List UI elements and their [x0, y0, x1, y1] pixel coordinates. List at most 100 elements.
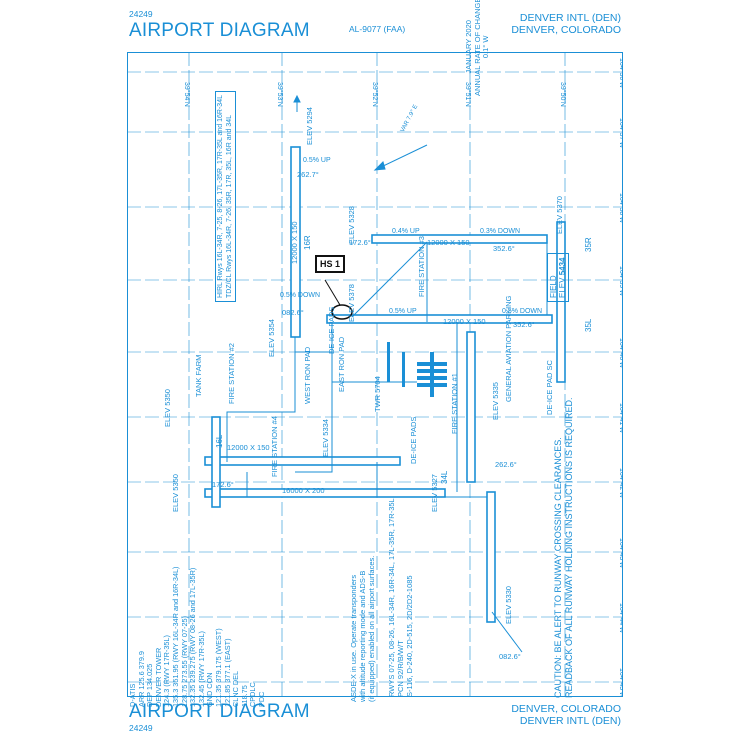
- longitude-label: 104°39'W: [618, 266, 623, 297]
- runway-weights: RWYS 07-25, 08-26, 16L-34R, 16R-34L, 17L…: [387, 498, 414, 697]
- field-elev-label: FIELD ELEV: [549, 275, 567, 298]
- runway-west-vert: [211, 416, 221, 508]
- elev-6: ELEV 5350: [163, 389, 172, 427]
- footer-city: DENVER, COLORADO: [511, 703, 621, 715]
- hot-spot-outline: [331, 304, 353, 320]
- lat-long-grid: [127, 52, 623, 697]
- elev-2: ELEV 5328: [347, 206, 356, 244]
- longitude-label: 104°36'W: [618, 58, 623, 89]
- latitude-label: 39°50'N: [559, 82, 567, 107]
- elev-5: ELEV 5354: [267, 319, 276, 357]
- latitude-label: 39°51'N: [464, 82, 472, 107]
- rwy-end-16r: 16R: [303, 235, 312, 250]
- de-ice-pads-north: DE-ICE PADS: [327, 306, 336, 354]
- slope-4: 0.5% DOWN: [280, 292, 321, 299]
- field-elev-value: 5434: [558, 257, 567, 276]
- heading-7: 172.6°: [212, 480, 234, 489]
- chart-footer: AIRPORT DIAGRAM 24249 DENVER, COLORADO D…: [127, 696, 623, 737]
- concourse-c: [402, 352, 405, 387]
- caution-note: CAUTION: BE ALERT TO RUNWAY CROSSING CLE…: [553, 397, 574, 698]
- rwy-dims-8-26: 12000 X 150: [443, 317, 486, 326]
- hot-spot-label: HS 1: [315, 255, 346, 273]
- heading-6: 082.6°: [499, 652, 521, 661]
- latitude-label: 39°53'N: [276, 82, 284, 107]
- rwy-end-34l: 34L: [440, 470, 449, 484]
- slope-6: 0.5% DOWN: [502, 308, 543, 315]
- heading-1: 172.6°: [349, 238, 371, 247]
- taxiways: [226, 241, 548, 653]
- runway-8-26: [326, 314, 553, 324]
- slope-3: 0.3% DOWN: [480, 228, 521, 235]
- elev-11: ELEV 5330: [504, 586, 513, 624]
- slope-5: 0.5% UP: [389, 308, 417, 315]
- longitude-label: 104°45'W: [618, 668, 623, 697]
- east-ron-pad: EAST RON PAD: [337, 336, 346, 392]
- rwy-end-35l: 35L: [584, 318, 593, 332]
- fire-station-2: FIRE STATION #2: [227, 343, 236, 404]
- chart-frame: 24249 AIRPORT DIAGRAM AL-9077 (FAA) DENV…: [127, 0, 623, 737]
- longitude-label: 104°37'W: [618, 118, 623, 149]
- runways: [204, 146, 566, 623]
- fire-station-3: FIRE STATION #3: [417, 236, 426, 297]
- heading-2: 352.6°: [493, 244, 515, 253]
- elev-10: ELEV 5350: [171, 474, 180, 512]
- heading-5: 262.6°: [495, 460, 517, 469]
- chart-header: 24249 AIRPORT DIAGRAM AL-9077 (FAA) DENV…: [127, 9, 623, 53]
- heading-8: 352.6°: [513, 320, 535, 329]
- latitude-label: 39°52'N: [371, 82, 379, 107]
- slope-1: 0.5% UP: [303, 157, 331, 164]
- chart-number: 24249: [129, 9, 153, 19]
- field-elevation: FIELD ELEV 5434: [547, 253, 569, 302]
- rwy-dims-16000: 16000 X 200: [282, 486, 325, 495]
- longitude-label: 104°41'W: [618, 403, 623, 434]
- runway-south: [486, 491, 496, 623]
- rwy-dims-16r: 12000 X 150: [290, 221, 299, 264]
- fire-station-4: FIRE STATION #4: [270, 416, 279, 477]
- rwy-end-35r: 35R: [584, 237, 593, 252]
- runway-16l-34r-west: [204, 456, 401, 466]
- rwy-dims-7-25: 12000 X 150: [427, 238, 470, 247]
- runway-17r-35l: [466, 331, 476, 483]
- tank-farm: TANK FARM: [194, 354, 203, 397]
- north-arrow: [293, 94, 301, 112]
- fire-station-1: FIRE STATION #1: [450, 373, 459, 434]
- elev-9: ELEV 5327: [430, 474, 439, 512]
- terminal-concourses: [387, 342, 447, 397]
- west-ron-pad: WEST RON PAD: [303, 346, 312, 404]
- runway-35r: [556, 221, 566, 383]
- airport-city: DENVER, COLORADO: [511, 24, 621, 36]
- magnetic-variation-arrow: [373, 144, 428, 171]
- longitude-label: 104°38'W: [618, 193, 623, 224]
- longitude-labels: 104°36'W 104°37'W 104°38'W 104°39'W 104°40'W…: [618, 58, 623, 697]
- chart-title: AIRPORT DIAGRAM: [129, 20, 310, 41]
- airport-map: 39°54'N 39°53'N 39°52'N 39°51'N 39°50'N 104°…: [127, 52, 623, 697]
- tower: TWR 5704: [373, 376, 382, 412]
- longitude-label: 104°42'W: [618, 468, 623, 499]
- footer-chart-number: 24249: [129, 723, 153, 733]
- elev-4: ELEV 5378: [347, 284, 356, 322]
- hirl-note: HIRL Rwys 16L-34R, 7-25, 8-26, 17L-35R, …: [215, 91, 236, 302]
- asde-note: ASDE-X in use. Operate transponders with…: [349, 555, 376, 702]
- rwy-dims-16l: 12000 X 150: [227, 443, 270, 452]
- elev-7: ELEV 5334: [321, 419, 330, 457]
- elev-3: ELEV 5370: [555, 196, 564, 234]
- longitude-label: 104°44'W: [618, 603, 623, 634]
- heading-4: 262.7°: [297, 170, 319, 179]
- procedure-id: AL-9077 (FAA): [349, 24, 406, 34]
- slope-2: 0.4% UP: [392, 228, 420, 235]
- rwy-end-16l: 16L: [215, 434, 224, 448]
- longitude-label: 104°40'W: [618, 338, 623, 369]
- runway-16000: [204, 488, 446, 498]
- latitude-label: 39°54'N: [183, 82, 191, 107]
- concourse-b: [387, 342, 390, 382]
- footer-title: AIRPORT DIAGRAM: [129, 701, 310, 722]
- elev-8: ELEV 5335: [491, 382, 500, 420]
- variation-note: JANUARY 2020 ANNUAL RATE OF CHANGE 0.1° …: [464, 0, 490, 96]
- latitude-labels: 39°54'N 39°53'N 39°52'N 39°51'N 39°50'N: [183, 82, 567, 107]
- general-aviation-parking: GENERAL AVIATION PARKING: [504, 295, 513, 402]
- de-ice-pads-south: DE-ICE PADS: [409, 416, 418, 464]
- heading-3: 082.6°: [282, 308, 304, 317]
- frequency-line: CPDLC: [248, 682, 258, 707]
